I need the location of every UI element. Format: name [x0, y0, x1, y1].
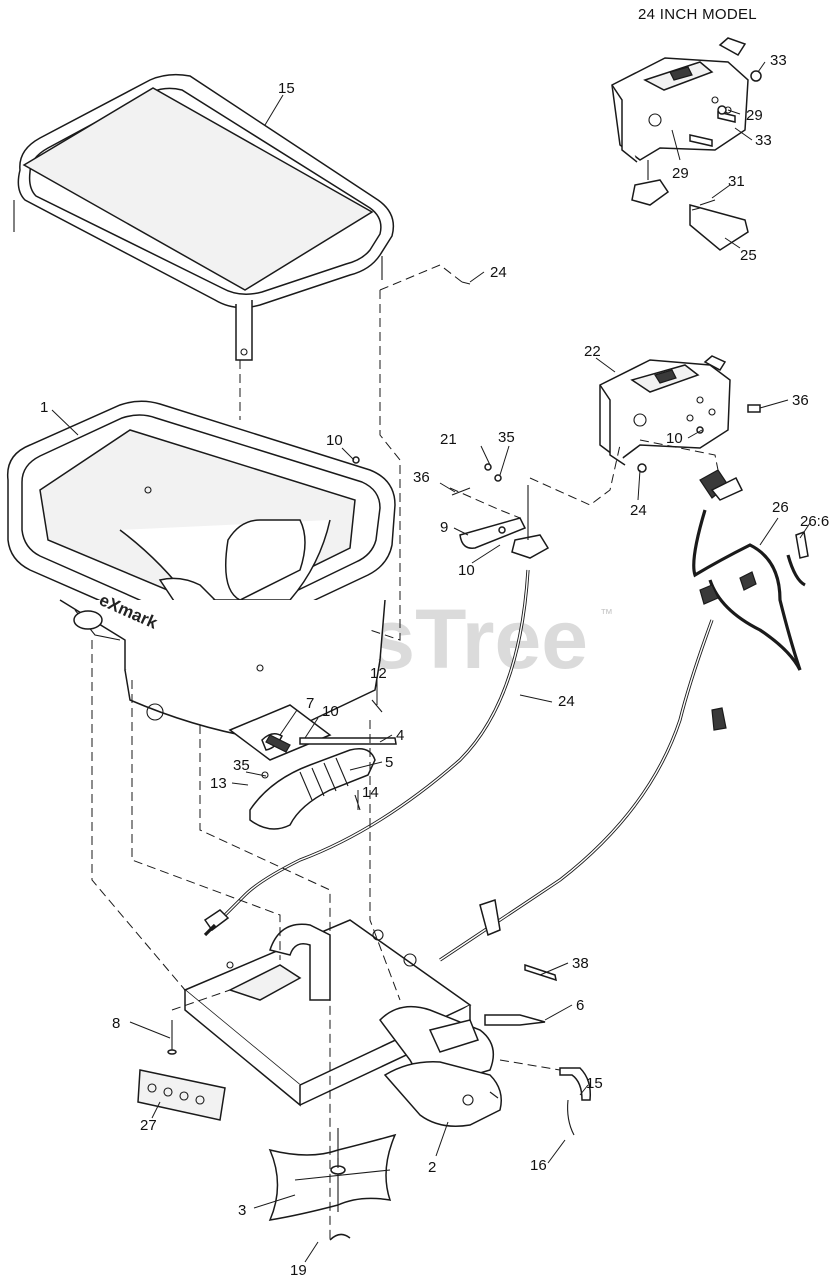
- part-24-cable: [203, 485, 550, 937]
- part-26-harness: [439, 469, 809, 962]
- part-1-hopper: eXmark: [6, 400, 396, 741]
- callout-35-a: 35: [498, 429, 515, 446]
- callout-26-6: 26:6: [800, 513, 829, 530]
- part-21-control-box: [599, 355, 731, 466]
- part-17-lid: [13, 73, 395, 361]
- hardware: [137, 70, 762, 1241]
- callout-17: 15: [278, 80, 295, 97]
- callout-31: 31: [728, 173, 745, 190]
- callout-29-b: 29: [672, 165, 689, 182]
- callout-16: 16: [530, 1157, 547, 1174]
- callout-22: 24: [630, 502, 647, 519]
- callout-6: 6: [576, 997, 584, 1014]
- model-label: 24 INCH MODEL: [638, 6, 757, 23]
- callout-12: 12: [370, 665, 387, 682]
- callout-10-c: 10: [666, 430, 683, 447]
- callout-25: 25: [740, 247, 757, 264]
- callout-21: 22: [584, 343, 601, 360]
- callout-33-a: 33: [770, 52, 787, 69]
- callout-10-a: 10: [326, 432, 343, 449]
- callout-26: 26: [772, 499, 789, 516]
- leader-lines: [51, 61, 811, 1263]
- callout-2: 2: [428, 1159, 436, 1176]
- part-2-bracket: [383, 1061, 502, 1127]
- callout-36-b: 36: [792, 392, 809, 409]
- callout-33-b: 33: [755, 132, 772, 149]
- callout-8: 8: [112, 1015, 120, 1032]
- part-3-spinner: [268, 1128, 397, 1221]
- callout-15: 15: [586, 1075, 603, 1092]
- part-frame: [183, 919, 495, 1107]
- watermark-trademark: ™: [600, 606, 613, 621]
- callout-37: 24: [490, 264, 507, 281]
- callout-20: 21: [440, 431, 457, 448]
- callout-3: 3: [238, 1202, 246, 1219]
- 24-inch-control-box: [611, 37, 749, 251]
- callout-9: 9: [440, 519, 448, 536]
- callout-38: 38: [572, 955, 589, 972]
- callout-19: 19: [290, 1262, 307, 1279]
- callout-10-d: 10: [322, 703, 339, 720]
- callout-13: 13: [210, 775, 227, 792]
- callout-5: 5: [385, 754, 393, 771]
- callout-29-a: 29: [746, 107, 763, 124]
- callout-35-b: 35: [233, 757, 250, 774]
- callout-4: 4: [396, 727, 404, 744]
- callout-10-b: 10: [458, 562, 475, 579]
- callout-1: 1: [40, 399, 48, 416]
- callout-27: 27: [140, 1117, 157, 1134]
- callout-36-a: 36: [413, 469, 430, 486]
- callout-labels: 15 1 24 10 21 35 36 9 10 22 36 10 24 26 …: [40, 52, 829, 1279]
- gate-assembly: [228, 699, 397, 830]
- callout-24: 24: [558, 693, 575, 710]
- assembly-lines: [91, 264, 719, 1240]
- callout-7: 7: [306, 695, 314, 712]
- callout-14: 14: [362, 784, 379, 801]
